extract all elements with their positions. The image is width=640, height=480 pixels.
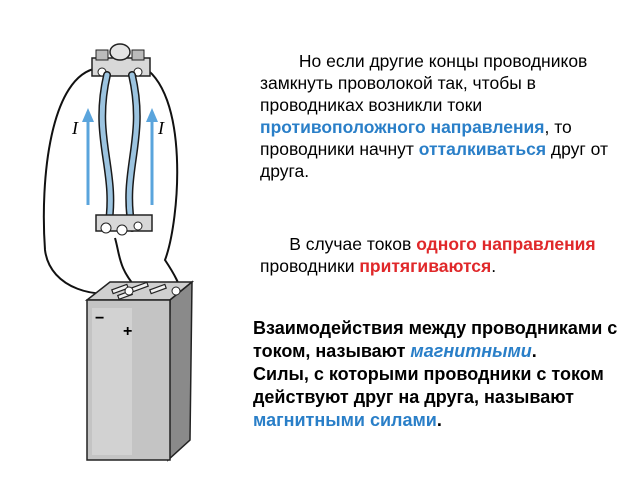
p1-text-2: , то проводники начнут xyxy=(260,117,572,159)
current-label-left: I xyxy=(71,118,79,138)
def-text-3: Силы, с которыми проводники с током дейс… xyxy=(253,364,604,407)
p1-text-3: друг от друга. xyxy=(260,139,609,181)
minus-sign: − xyxy=(95,310,104,327)
p1-highlight-repel: отталкиваться xyxy=(418,139,547,159)
p1-text-1: Но если другие концы проводников замкнут… xyxy=(260,51,588,115)
p2-highlight-attract: притягиваются xyxy=(359,256,492,276)
p2-text-3: . xyxy=(491,256,497,276)
def-highlight-magnetic: магнитными xyxy=(410,341,532,361)
definition-paragraph: Взаимодействия между проводниками с токо… xyxy=(253,317,638,432)
def-text-1: Взаимодействия между проводниками с токо… xyxy=(253,318,618,361)
p2-text-2: проводники xyxy=(260,256,360,276)
current-label-right: I xyxy=(157,118,165,138)
def-text-2: . xyxy=(531,341,537,361)
bottom-clamp xyxy=(95,214,153,236)
p2-highlight-same: одного направления xyxy=(416,234,596,254)
top-clamp xyxy=(91,43,151,77)
battery: − + xyxy=(84,280,195,462)
def-text-4: . xyxy=(436,410,442,430)
paragraph-opposite-currents: Но если другие концы проводников замкнут… xyxy=(260,50,630,182)
p1-highlight-opposite: противоположного направления xyxy=(260,117,545,137)
plus-sign: + xyxy=(123,323,132,340)
right-wire xyxy=(139,64,183,296)
p2-text-1: В случае токов xyxy=(289,234,417,254)
def-highlight-magnetic-forces: магнитными силами xyxy=(253,410,437,430)
paragraph-same-currents: В случае токов одного направления провод… xyxy=(260,233,630,277)
conductors-battery-illustration: I I − + xyxy=(42,43,195,462)
left-wire xyxy=(42,67,126,295)
